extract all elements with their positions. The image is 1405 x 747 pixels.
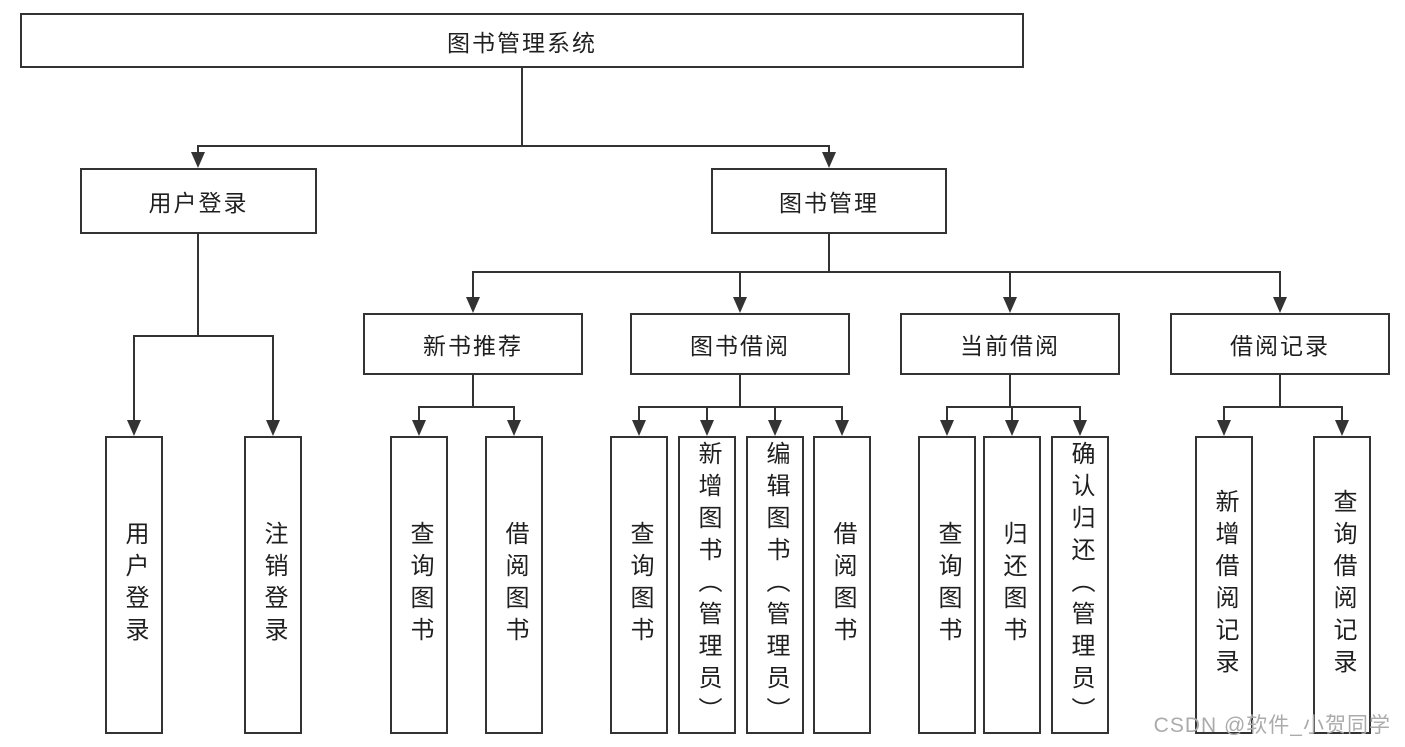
leaf-add-books-admin: 新增图书（管理员） [678,436,736,734]
leaf-user-login: 用户登录 [105,436,163,734]
leaf-query-books-borrowing-label: 查询图书 [626,521,653,649]
leaf-add-borrow-record: 新增借阅记录 [1195,436,1253,734]
leaf-query-borrow-record: 查询借阅记录 [1313,436,1371,734]
node-new-book-recommendation: 新书推荐 [363,313,583,375]
node-book-management: 图书管理 [711,168,947,234]
leaf-query-books-recommendation-label: 查询图书 [406,521,433,649]
leaf-query-books-borrowing: 查询图书 [610,436,668,734]
leaf-borrow-books: 借阅图书 [813,436,871,734]
leaf-query-books-current-label: 查询图书 [934,521,961,649]
node-current-borrowing: 当前借阅 [900,313,1120,375]
node-borrowing-records: 借阅记录 [1170,313,1390,375]
leaf-query-books-recommendation: 查询图书 [390,436,448,734]
leaf-borrow-books-recommendation: 借阅图书 [485,436,543,734]
leaf-borrow-books-recommendation-label: 借阅图书 [501,521,528,649]
leaf-add-books-admin-label: 新增图书（管理员） [694,441,721,729]
leaf-edit-books-admin-label: 编辑图书（管理员） [762,441,789,729]
leaf-logout-label: 注销登录 [260,521,287,649]
node-user-login: 用户登录 [80,168,317,234]
leaf-confirm-return-admin-label: 确认归还（管理员） [1067,441,1094,729]
leaf-borrow-books-label: 借阅图书 [829,521,856,649]
node-book-borrowing: 图书借阅 [630,313,850,375]
leaf-edit-books-admin: 编辑图书（管理员） [746,436,804,734]
leaf-return-books: 归还图书 [983,436,1041,734]
leaf-query-borrow-record-label: 查询借阅记录 [1329,489,1356,681]
leaf-user-login-label: 用户登录 [121,521,148,649]
node-library-management-system: 图书管理系统 [20,13,1024,68]
leaf-add-borrow-record-label: 新增借阅记录 [1211,489,1238,681]
leaf-query-books-current: 查询图书 [918,436,976,734]
leaf-logout: 注销登录 [244,436,302,734]
leaf-return-books-label: 归还图书 [999,521,1026,649]
leaf-confirm-return-admin: 确认归还（管理员） [1051,436,1109,734]
csdn-watermark: CSDN @软件_小贺同学 [1153,714,1391,737]
